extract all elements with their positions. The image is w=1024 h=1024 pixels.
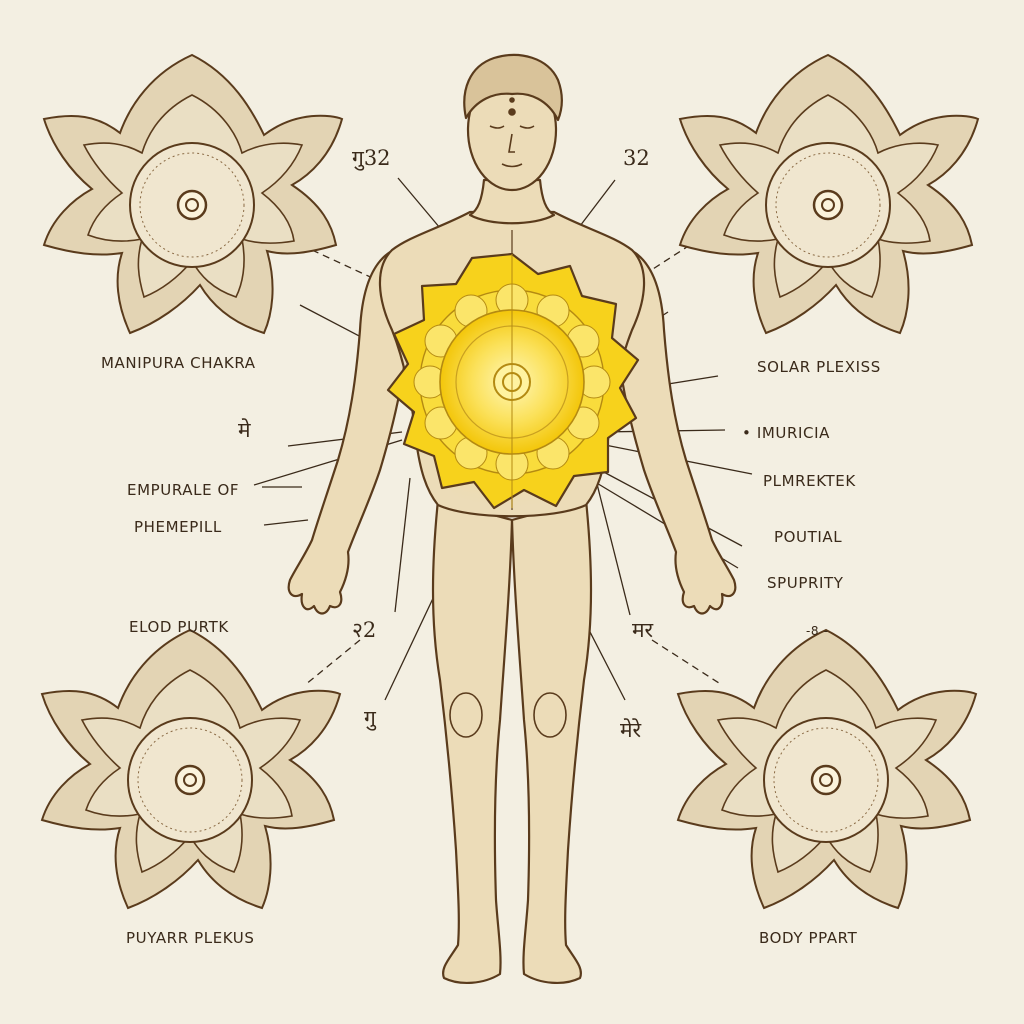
label-poutial: POUTIAL: [774, 528, 843, 546]
label-solar-plexus: SOLAR PLEXISS: [757, 358, 881, 376]
lotus-icon: [676, 628, 978, 910]
glyph-mid-leg-right: मर: [632, 618, 654, 642]
glyph-top-left: गु32: [352, 146, 391, 170]
lotus-icon: [40, 628, 342, 910]
label-puyarr-plekus: PUYARR PLEKUS: [126, 929, 255, 947]
glyph-low-left: गु: [364, 706, 376, 730]
label-spuprity: SPUPRITY: [767, 574, 844, 592]
label-imuricia: • IMURICIA: [742, 424, 830, 442]
label-plmrektek: PLMREKTEK: [763, 472, 856, 490]
label-small-mark: -8 -: [806, 624, 829, 638]
label-elod-purtk: ELOD PURTK: [129, 618, 229, 636]
label-manipura-chakra: MANIPURA CHAKRA: [101, 354, 256, 372]
glyph-top-right: 32: [623, 146, 650, 170]
glyph-mid-leg-left: २2: [352, 618, 377, 642]
label-empurale-of: EMPURALE OF: [127, 481, 240, 499]
label-body-ppart: BODY PPART: [759, 929, 858, 947]
solar-chakra-icon: [386, 252, 640, 510]
glyph-low-right: मेरे: [620, 718, 642, 742]
lotus-icon: [42, 53, 344, 335]
glyph-mid-left: मे: [238, 418, 251, 442]
label-phemepill: PHEMEPILL: [134, 518, 222, 536]
lotus-icon: [678, 53, 980, 335]
